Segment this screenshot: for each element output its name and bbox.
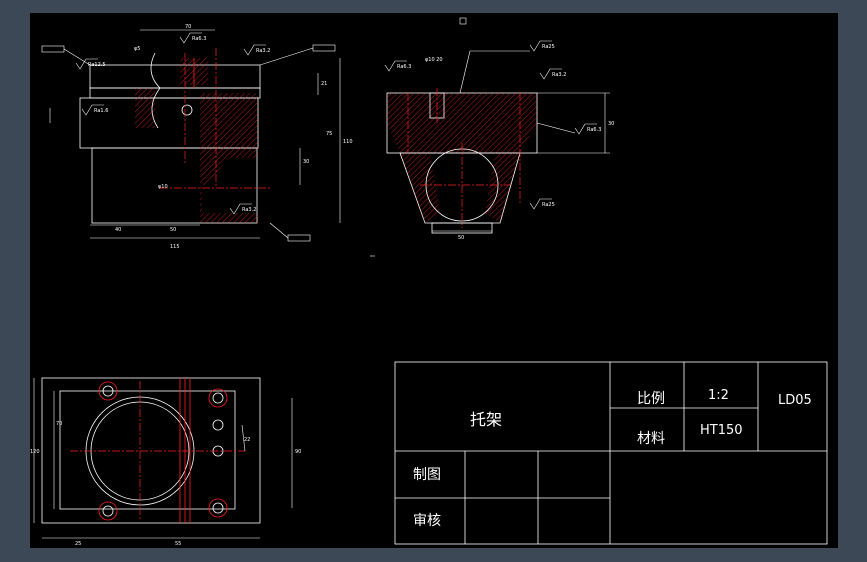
side-roughness-text-5: Ra25	[542, 202, 555, 208]
side-leader-1	[459, 50, 471, 94]
title-block-frame	[394, 361, 828, 545]
roughness-text-4: Ra1.6	[94, 108, 108, 114]
top-dim-hole-spacing: 22	[244, 437, 250, 443]
front-view: 70 115 40 50 110 21 30 φ10 75 φ5 Ra6.3 R…	[41, 24, 353, 250]
roughness-symbol-4	[81, 104, 104, 116]
dim-small: φ5	[134, 46, 140, 52]
front-base	[91, 147, 258, 224]
side-leader-2	[536, 122, 576, 134]
side-roughness-text-4: Ra6.3	[587, 127, 601, 133]
top-hole-mid1	[212, 419, 224, 431]
datum-box-2	[312, 44, 336, 52]
top-hole-tl	[102, 385, 114, 397]
side-roughness-3	[539, 68, 562, 80]
drawing-canvas: 70 115 40 50 110 21 30 φ10 75 φ5 Ra6.3 R…	[30, 13, 838, 548]
tb-scale-label: 比例	[637, 391, 665, 407]
dim-top-width: 70	[185, 24, 191, 30]
roughness-text-3: Ra12.5	[88, 62, 106, 68]
cad-drawing: 70 115 40 50 110 21 30 φ10 75 φ5 Ra6.3 R…	[30, 17, 828, 547]
tb-part-name: 托架	[470, 410, 502, 429]
top-hole-bl-outer	[98, 501, 118, 521]
dim-height-upper: 21	[321, 81, 327, 87]
side-roughness-1	[384, 60, 407, 72]
top-marker	[459, 17, 467, 25]
top-dim-height-total: 120	[30, 449, 40, 455]
front-top-flange	[89, 64, 261, 89]
tb-check-label: 审核	[413, 513, 441, 529]
dim-mid-part: 50	[170, 227, 176, 233]
top-view: 25 55 120 90 22 70	[30, 377, 301, 547]
top-hole-br	[212, 502, 224, 514]
dim-depth: 75	[326, 131, 332, 137]
top-inner-outline	[59, 390, 236, 510]
top-dim-width-left: 25	[75, 541, 81, 547]
roughness-text-1: Ra6.3	[192, 36, 206, 42]
side-roughness-5	[529, 198, 552, 210]
side-base	[431, 222, 493, 234]
side-roughness-text-2: Ra25	[542, 44, 555, 50]
dim-hole-dia: φ10	[158, 184, 168, 190]
title-block: 托架 比例 1:2 材料 HT150 LD05 制图 审核	[394, 361, 828, 545]
top-dim-spacing	[241, 424, 246, 452]
datum-box-3	[287, 234, 311, 242]
tb-drawing-no: LD05	[778, 393, 812, 408]
dim-height-lower: 30	[303, 159, 309, 165]
tb-material-label: 材料	[637, 431, 665, 447]
top-outline	[41, 377, 261, 524]
top-dim-height-inner: 90	[295, 449, 301, 455]
datum-box-1	[41, 45, 65, 53]
roughness-symbol-2	[243, 44, 266, 56]
top-hole-tr-outer	[208, 388, 228, 408]
side-roughness-2	[529, 40, 552, 52]
roughness-symbol-5	[229, 203, 252, 215]
dim-bore: 50	[458, 235, 464, 241]
tb-scale-value: 1:2	[708, 388, 729, 403]
top-hole-br-outer	[208, 498, 228, 518]
roughness-symbol-3	[75, 58, 98, 70]
top-hole-tl-outer	[98, 381, 118, 401]
side-roughness-4	[574, 123, 597, 135]
front-break-line	[150, 52, 161, 129]
dim-side-top: φ10 20	[425, 57, 443, 63]
leader-2	[259, 47, 314, 66]
top-dim-width-mid: 55	[175, 541, 181, 547]
front-hatch-body	[200, 93, 258, 223]
dim-height-total: 110	[343, 139, 353, 145]
side-hatch-left	[400, 153, 440, 223]
top-hole-tr	[212, 392, 224, 404]
leader-1	[63, 48, 91, 66]
roughness-symbol-1	[179, 32, 202, 44]
leader-3	[269, 222, 289, 239]
dim-side-height: 30	[608, 121, 614, 127]
top-dim-inner-text: 70	[56, 421, 62, 427]
side-hatch-right	[485, 153, 520, 223]
dim-left-part: 40	[115, 227, 121, 233]
tb-drawn-label: 制图	[413, 467, 441, 483]
side-roughness-text-1: Ra6.3	[397, 64, 411, 70]
tb-material-value: HT150	[700, 423, 743, 438]
side-view: 50 30 φ10 20 Ra6.3 Ra25 Ra3.2 Ra6.3 Ra25	[384, 40, 614, 241]
front-hatch-left	[135, 88, 155, 128]
roughness-text-2: Ra3.2	[256, 48, 270, 54]
side-roughness-text-3: Ra3.2	[552, 72, 566, 78]
side-hatch-top	[387, 93, 537, 153]
roughness-text-5: Ra3.2	[242, 207, 256, 213]
front-small-hole	[181, 104, 193, 116]
top-hole-bl	[102, 505, 114, 517]
dim-bottom-width: 115	[170, 244, 180, 250]
